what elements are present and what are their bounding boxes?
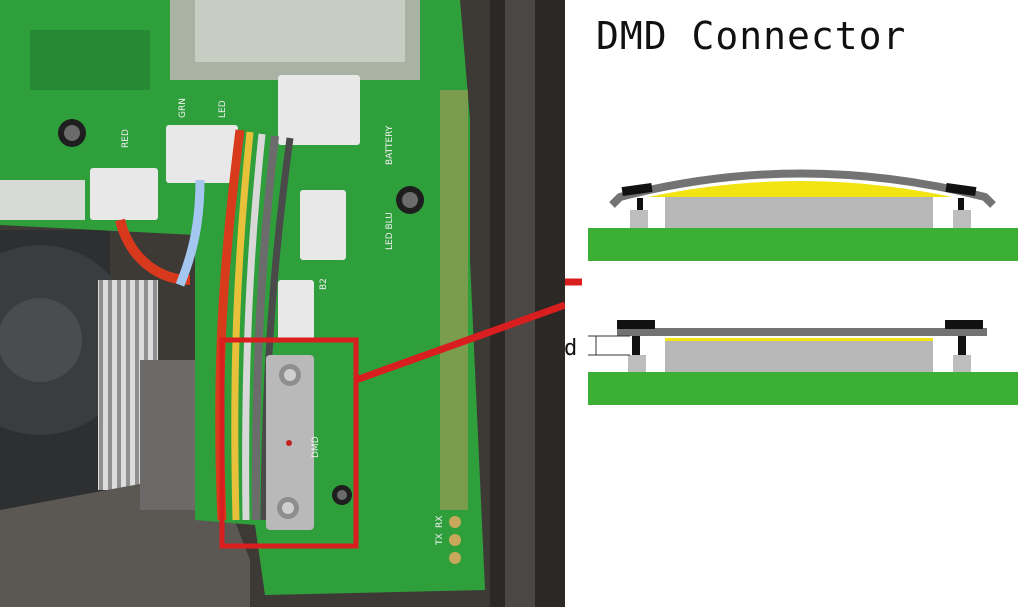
gap-dimension-label: d — [565, 336, 577, 361]
diagram-title: DMD Connector — [596, 14, 907, 58]
led-label: LED — [218, 100, 228, 118]
led-blu-label: LED BLU — [385, 212, 395, 250]
dmd-label: DMD — [311, 436, 321, 458]
pcb-board — [0, 0, 485, 595]
connector-battery — [278, 75, 360, 145]
rx-label: RX — [435, 516, 445, 528]
connector-red — [90, 168, 158, 220]
highlight-pointer — [354, 301, 565, 384]
b2-label: B2 — [319, 278, 329, 290]
diagram-bowed-state — [588, 169, 1018, 261]
diagram-flat-state: d — [565, 320, 1018, 405]
contact-area-top — [648, 181, 952, 197]
tx-label: TX — [435, 533, 445, 546]
connector-grn — [166, 125, 238, 183]
dmd-highlight-box — [219, 337, 359, 549]
dmd-chip-bottom — [665, 340, 933, 372]
pcb-strip-top — [588, 228, 1018, 261]
dmd-chip-top — [665, 197, 933, 228]
red-label: RED — [121, 129, 131, 148]
connector-diagram: d — [565, 0, 1035, 607]
pcb-strip-bottom — [588, 372, 1018, 405]
grn-label: GRN — [178, 98, 188, 118]
connector-led-blu — [300, 190, 346, 260]
battery-label: BATTERY — [385, 125, 395, 165]
clamp-plate-flat — [617, 328, 987, 336]
contact-area-bottom — [665, 338, 933, 341]
pcb-photo: BATTERY LED BLU GRN LED RED B2 DMD RX TX — [0, 0, 565, 607]
